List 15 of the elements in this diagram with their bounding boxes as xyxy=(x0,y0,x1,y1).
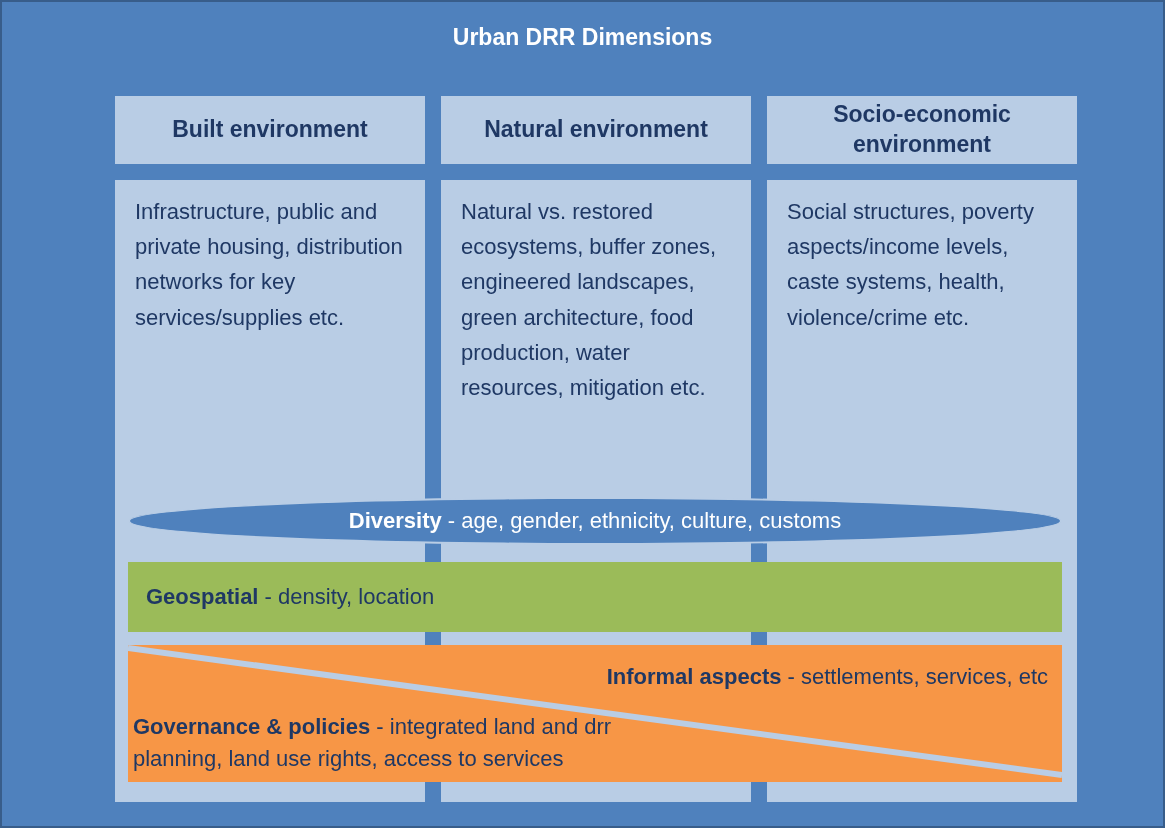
governance-text: Governance & policies - integrated land and drr planning, land use rights, access to services xyxy=(133,713,613,773)
column-description: Natural vs. restored ecosystems, buffer zones, engineered landscapes, green architecture, food production, water resources, mitigation etc. xyxy=(461,198,718,402)
geospatial-text: Geospatial - density, location xyxy=(146,582,435,611)
column-heading: Socio-economic environment xyxy=(832,100,1012,159)
column-description: Social structures, poverty aspects/income levels, caste systems, health, violence/crime etc. xyxy=(787,198,1035,332)
column-description: Infrastructure, public and private housing, distribution networks for key services/supplies etc. xyxy=(135,198,404,332)
diversity-text: Diversity - age, gender, ethnicity, culture, customs xyxy=(348,506,842,535)
column-header xyxy=(115,96,425,164)
column-header xyxy=(767,96,1077,164)
informal-aspects-text: Informal aspects - settlements, services, etc xyxy=(605,663,1048,691)
column-heading: Natural environment xyxy=(484,115,708,145)
column-heading: Built environment xyxy=(172,115,368,145)
geospatial-band xyxy=(128,562,1062,632)
diagram-title: Urban DRR Dimensions xyxy=(451,24,714,51)
column-header xyxy=(441,96,751,164)
